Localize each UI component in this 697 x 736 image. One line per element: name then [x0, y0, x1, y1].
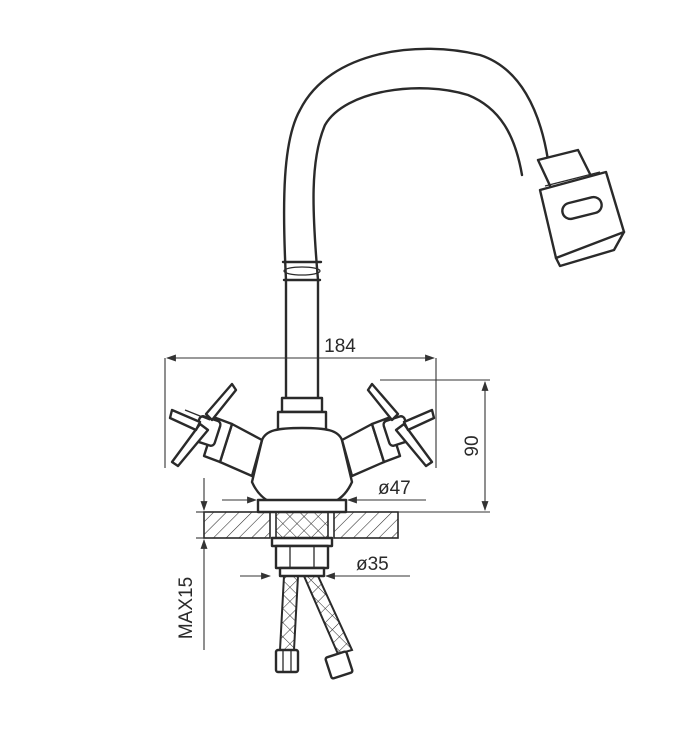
width-label: 184	[324, 336, 356, 357]
dimension-max15: MAX15	[176, 478, 212, 650]
max-thickness-label: MAX15	[176, 577, 197, 639]
diameter-47-label: ø47	[378, 478, 411, 499]
flexible-spout	[281, 47, 550, 402]
supply-hoses	[274, 575, 354, 680]
dimension-90: 90	[380, 379, 490, 513]
faucet-body	[250, 396, 354, 510]
mounting-nut	[270, 536, 334, 578]
diameter-35-label: ø35	[356, 554, 389, 575]
aerator-head	[536, 148, 626, 268]
left-valve-handle	[168, 382, 264, 478]
right-valve-handle	[340, 382, 436, 478]
height-label: 90	[462, 435, 483, 456]
base-flange	[256, 498, 348, 514]
dimension-184: 184	[164, 336, 437, 468]
dimension-d35: ø35	[240, 554, 410, 580]
dimension-d47: ø47	[222, 478, 426, 504]
countertop-section	[203, 511, 399, 539]
